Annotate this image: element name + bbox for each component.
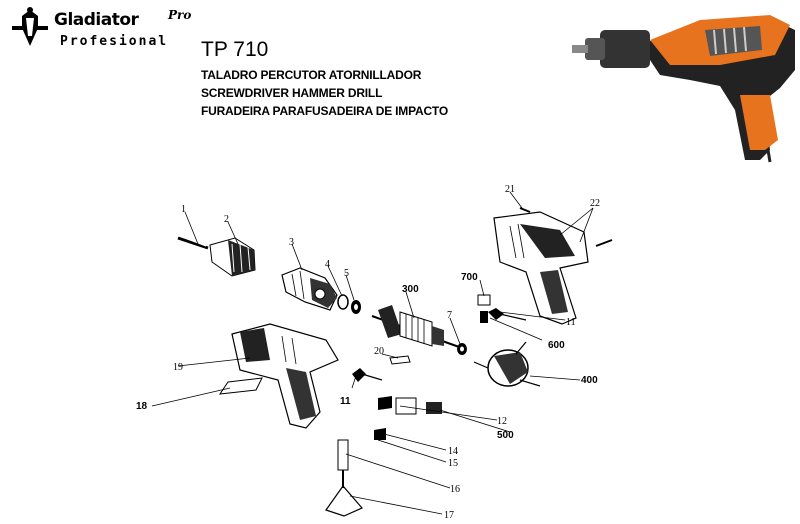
description-pt: FURADEIRA PARAFUSADEIRA DE IMPACTO bbox=[201, 104, 448, 118]
label-300: 300 bbox=[402, 284, 419, 295]
drill-product-photo bbox=[572, 15, 795, 163]
part-housing-left bbox=[231, 323, 339, 429]
part-clip bbox=[389, 355, 411, 365]
label-18: 18 bbox=[136, 401, 148, 412]
label-500: 500 bbox=[497, 430, 514, 441]
part-brush-holder bbox=[480, 311, 488, 323]
part-washer bbox=[337, 294, 349, 310]
label-5: 5 bbox=[344, 268, 349, 279]
label-19: 19 bbox=[173, 362, 183, 373]
label-11-upper: 11 bbox=[566, 317, 576, 328]
label-700: 700 bbox=[461, 272, 478, 283]
label-14: 14 bbox=[448, 446, 458, 457]
brand-logo: Gladiator Pro Profesional bbox=[8, 6, 198, 54]
label-400: 400 bbox=[581, 375, 598, 386]
label-16: 16 bbox=[450, 484, 460, 495]
label-11-lower: 11 bbox=[340, 396, 351, 407]
description-es: TALADRO PERCUTOR ATORNILLADOR bbox=[201, 68, 422, 82]
label-4: 4 bbox=[325, 259, 330, 270]
part-labels: 1 2 3 4 5 300 7 700 21 22 11 600 400 20 … bbox=[136, 184, 600, 521]
part-switch bbox=[378, 396, 442, 415]
label-21: 21 bbox=[505, 184, 515, 195]
label-15: 15 bbox=[448, 458, 458, 469]
part-brush bbox=[477, 294, 491, 306]
part-spring-upper bbox=[488, 308, 527, 321]
label-1: 1 bbox=[181, 204, 186, 215]
part-screw-side bbox=[595, 239, 613, 247]
part-side-cover bbox=[218, 377, 263, 395]
label-2: 2 bbox=[224, 214, 229, 225]
part-spring-lower bbox=[352, 368, 383, 382]
label-7: 7 bbox=[447, 310, 452, 321]
part-armature bbox=[371, 305, 463, 349]
label-3: 3 bbox=[289, 237, 294, 248]
description-en: SCREWDRIVER HAMMER DRILL bbox=[201, 86, 383, 100]
part-chuck bbox=[209, 237, 256, 277]
gladiator-emblem-icon bbox=[12, 7, 48, 46]
label-600: 600 bbox=[548, 340, 565, 351]
label-12: 12 bbox=[497, 416, 507, 427]
label-22: 22 bbox=[590, 198, 600, 209]
brand-pro: Pro bbox=[168, 8, 192, 22]
brand-name: Gladiator bbox=[54, 10, 139, 30]
label-20: 20 bbox=[374, 346, 384, 357]
label-17: 17 bbox=[444, 510, 454, 521]
brand-subtitle: Profesional bbox=[60, 34, 169, 49]
part-stator bbox=[473, 341, 541, 387]
part-screw-top bbox=[519, 207, 531, 213]
part-bit bbox=[177, 236, 209, 250]
part-lock bbox=[374, 428, 386, 440]
model-title: TP 710 bbox=[201, 38, 269, 61]
leader-lines bbox=[151, 191, 594, 515]
part-housing-right bbox=[493, 211, 589, 325]
part-gearbox bbox=[281, 267, 338, 311]
part-side-handle bbox=[325, 439, 363, 517]
